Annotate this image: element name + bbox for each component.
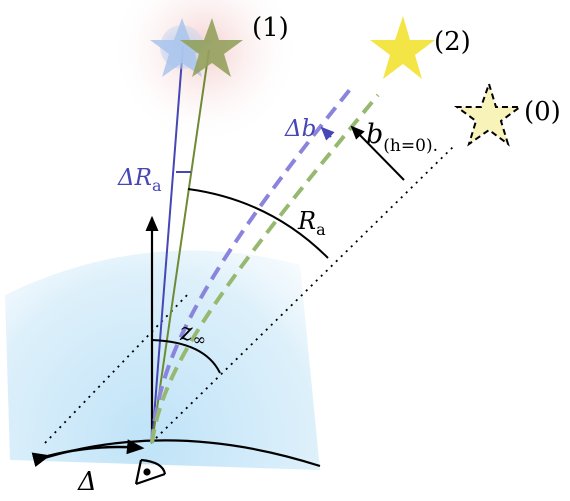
label-delta-R-subscript: a [152, 176, 162, 195]
curved-ray-green [150, 93, 380, 444]
star-icon-0 [453, 80, 524, 147]
label-delta: Δ [77, 467, 97, 497]
curved-ray-blue [150, 85, 354, 444]
label-star-1: (1) [252, 13, 289, 43]
ray-green-to-star-1 [151, 49, 210, 444]
star-icon-1-green [180, 18, 243, 77]
atmosphere-region [5, 250, 320, 470]
star-icon-2 [370, 16, 435, 79]
label-b-symbol: b [366, 119, 383, 150]
star-icon-1-blue [150, 18, 214, 77]
label-R: Ra [297, 207, 326, 239]
label-R-symbol: R [297, 207, 316, 235]
label-delta-R: ΔRa [117, 165, 162, 195]
label-R-subscript: a [316, 220, 326, 239]
b-arrow [350, 125, 405, 181]
label-star-2: (2) [434, 27, 471, 57]
label-z: z∞ [179, 318, 206, 349]
delta-b-arrow [320, 126, 335, 141]
label-z-subscript: ∞ [193, 330, 206, 349]
label-delta-R-symbol: ΔR [117, 165, 152, 191]
z-arc [151, 339, 221, 374]
label-b-subscript: (h=0) [383, 136, 432, 156]
label-delta-b: Δb [284, 116, 316, 142]
dotted-line-to-star-0 [150, 144, 456, 444]
ray-blue-to-star-1 [151, 45, 184, 444]
label-z-symbol: z [179, 318, 193, 346]
delta-arc-arrow [31, 439, 145, 467]
label-b: b(h=0). [366, 119, 438, 156]
label-b-trailing: . [433, 136, 438, 156]
eye-icon [134, 458, 167, 486]
R-arc [187, 188, 329, 259]
label-star-0: (0) [524, 97, 561, 127]
